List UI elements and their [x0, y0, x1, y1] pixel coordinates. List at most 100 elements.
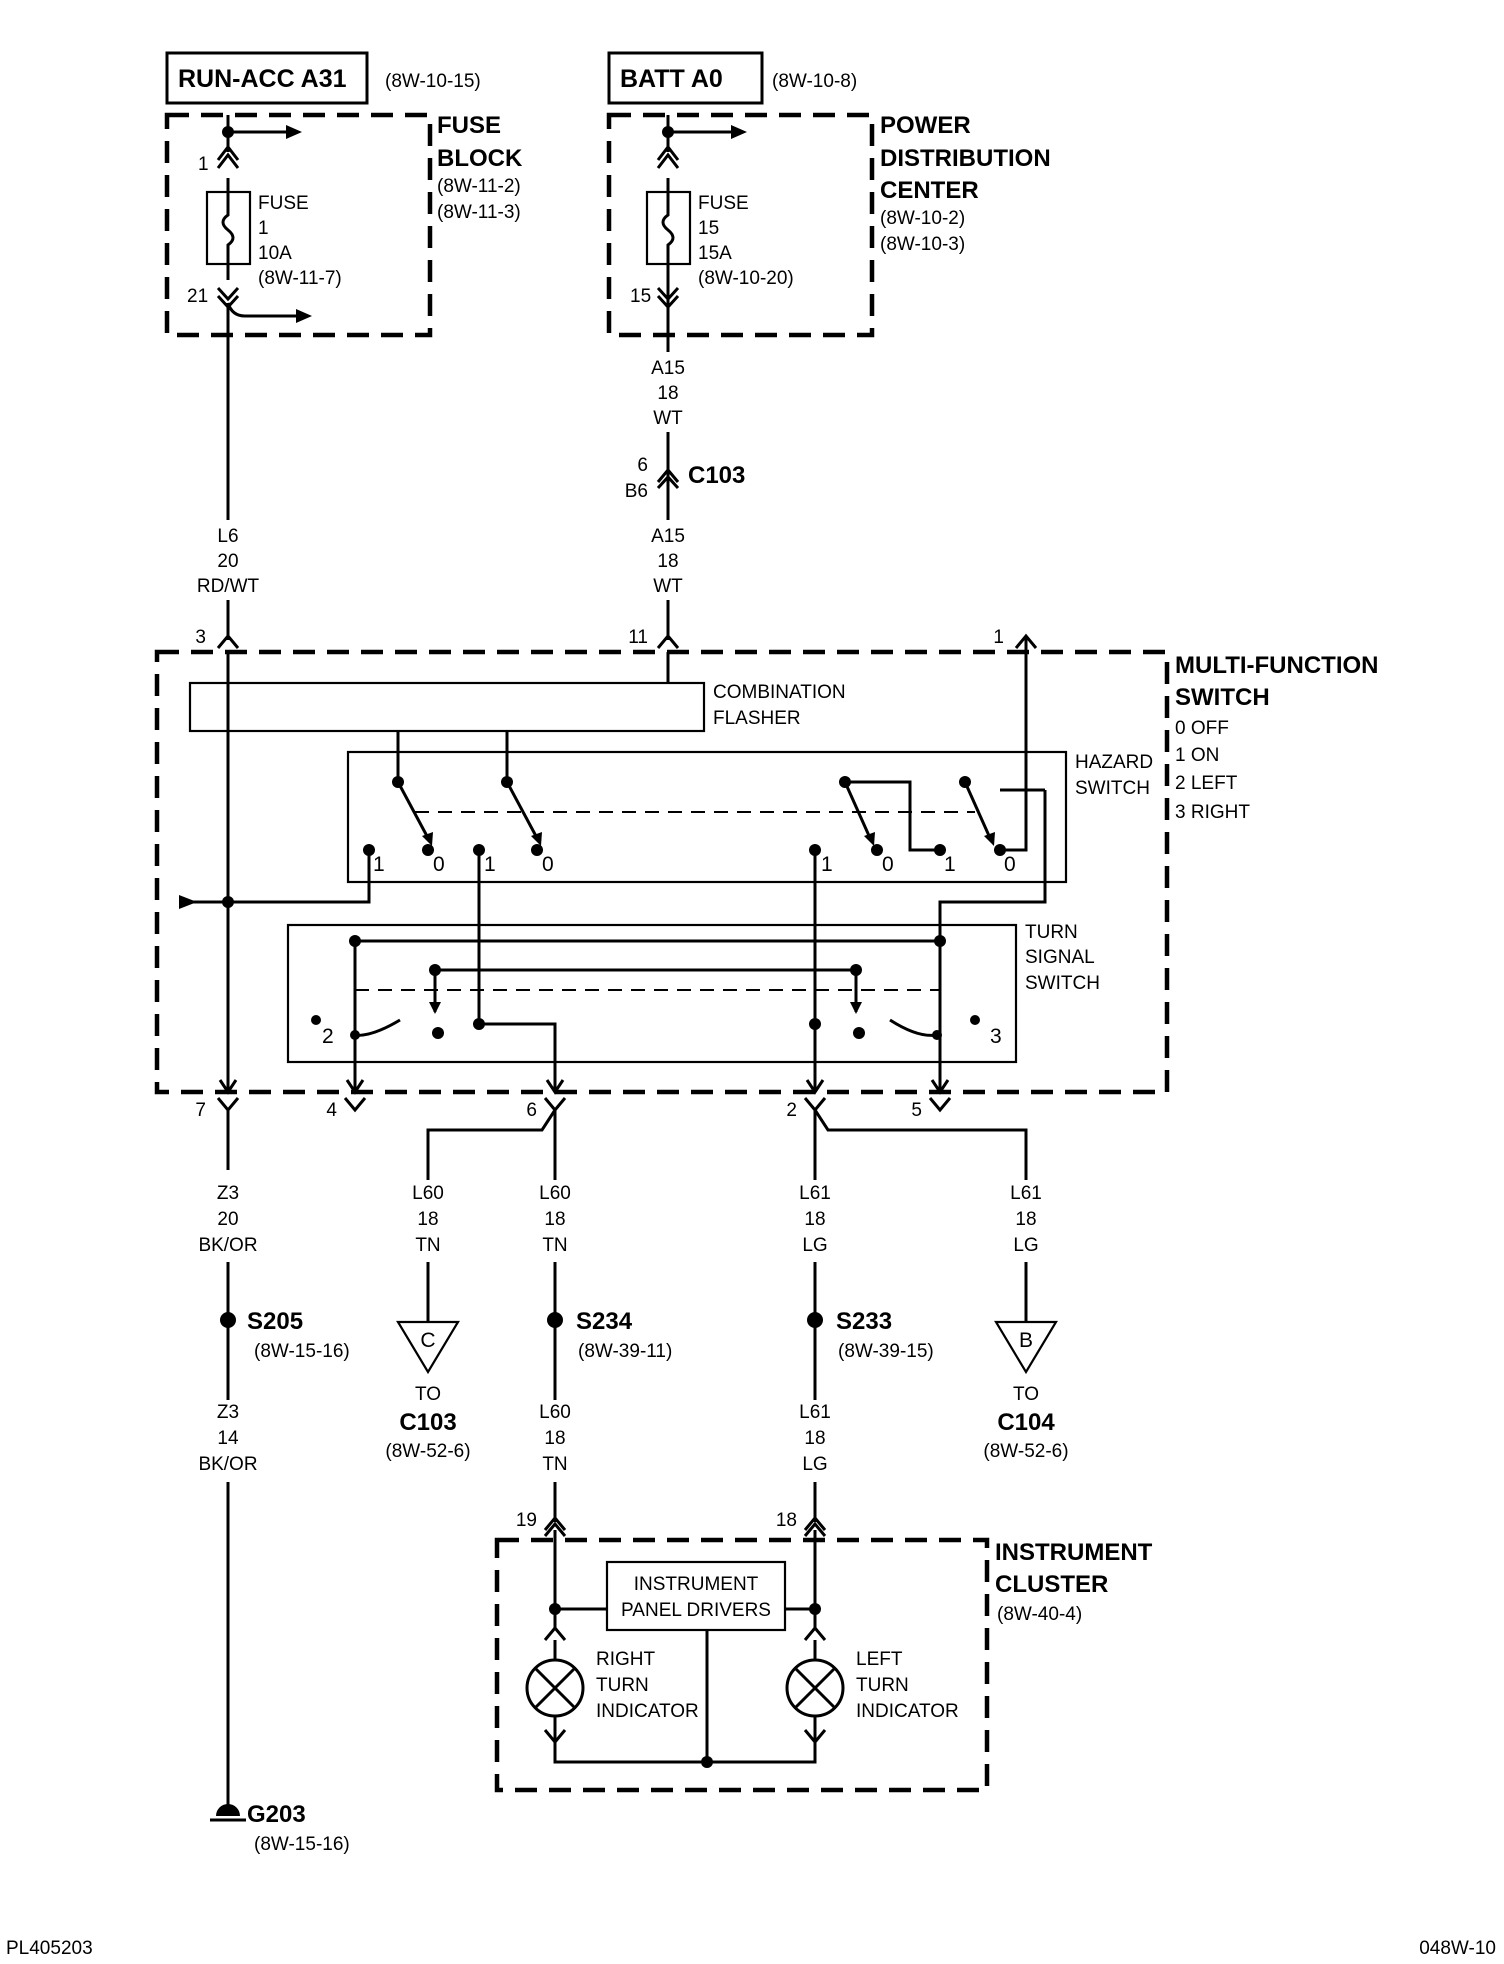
- ipd-label-1: INSTRUMENT: [634, 1574, 759, 1595]
- a15-wire: A15 18 WT 6 B6 C103 A15 18 WT 11: [625, 335, 745, 649]
- hazard-pos-0b: 0: [542, 853, 554, 876]
- mfs-pin-6: 6: [526, 1100, 537, 1121]
- instrument-cluster: INSTRUMENT CLUSTER (8W-40-4) INSTRUMENT …: [494, 1521, 1153, 1793]
- turn-pos-2: 2: [322, 1025, 334, 1048]
- offpage-c-conn: C103: [399, 1409, 456, 1436]
- l61-right-gauge: 18: [1015, 1209, 1036, 1230]
- pdc-ref-2: (8W-10-3): [880, 234, 965, 255]
- g203-label: G203: [247, 1801, 306, 1828]
- mfs-pin-2: 2: [786, 1100, 797, 1121]
- l61-bottom-circuit: L61: [799, 1402, 831, 1423]
- left-indicator-label-2: TURN: [856, 1675, 909, 1696]
- fuse-block-ref-2: (8W-11-3): [437, 202, 521, 223]
- footer-right-code: 048W-10: [1419, 1938, 1496, 1959]
- offpage-b-icon: B: [994, 1320, 1058, 1375]
- l60-bottom-color: TN: [542, 1454, 567, 1475]
- right-indicator-label-1: RIGHT: [596, 1649, 656, 1670]
- l61-right-circuit: L61: [1010, 1183, 1042, 1204]
- offpage-c-icon: C: [396, 1320, 460, 1375]
- s233-dot: [807, 1312, 823, 1328]
- s233-ref: (8W-39-15): [838, 1341, 934, 1362]
- l61-mid-color: LG: [802, 1235, 827, 1256]
- mfs-title-2: SWITCH: [1175, 684, 1270, 711]
- offpage-b-conn: C104: [997, 1409, 1055, 1436]
- right-indicator-label-3: INDICATOR: [596, 1701, 699, 1722]
- z3-bottom-circuit: Z3: [217, 1402, 239, 1423]
- power-distribution-center: POWER DISTRIBUTION CENTER (8W-10-2) (8W-…: [606, 112, 1051, 338]
- s234-dot: [547, 1312, 563, 1328]
- l60-bottom-gauge: 18: [544, 1428, 565, 1449]
- fuse15-rating: 15A: [698, 243, 732, 264]
- turn-pos-3: 3: [990, 1025, 1002, 1048]
- a15-top-color: WT: [653, 408, 683, 429]
- multi-function-switch: MULTI-FUNCTION SWITCH 0 OFF 1 ON 2 LEFT …: [154, 627, 1379, 1121]
- right-turn-indicator-lamp-icon: [525, 1658, 585, 1718]
- hazard-pos-0a: 0: [433, 853, 445, 876]
- run-acc-a31-label: RUN-ACC A31: [178, 65, 347, 93]
- l61-bottom-color: LG: [802, 1454, 827, 1475]
- left-indicator-label-3: INDICATOR: [856, 1701, 959, 1722]
- fuse1-rating: 10A: [258, 243, 292, 264]
- z3-bottom-color: BK/OR: [198, 1454, 257, 1475]
- footer-left-code: PL405203: [6, 1938, 93, 1959]
- a15-top-gauge: 18: [657, 383, 678, 404]
- hazard-label-2: SWITCH: [1075, 778, 1150, 799]
- l61-bottom-gauge: 18: [804, 1428, 825, 1449]
- a15-bottom-circuit: A15: [651, 526, 685, 547]
- mfs-legend-left: 2 LEFT: [1175, 773, 1238, 794]
- z3-top-color: BK/OR: [198, 1235, 257, 1256]
- z3-bottom-gauge: 14: [217, 1428, 239, 1449]
- g203-ref: (8W-15-16): [254, 1834, 350, 1855]
- flasher-label-2: FLASHER: [713, 708, 801, 729]
- offpage-b-letter: B: [1019, 1329, 1033, 1352]
- mfs-legend-right: 3 RIGHT: [1175, 802, 1250, 823]
- turn-label-1: TURN: [1025, 922, 1078, 943]
- c103-pin-top: 6: [637, 455, 648, 476]
- hazard-pos-1d: 1: [944, 853, 956, 876]
- right-indicator-label-2: TURN: [596, 1675, 649, 1696]
- fuse-block-ref-1: (8W-11-2): [437, 176, 521, 197]
- turn-label-2: SIGNAL: [1025, 947, 1095, 968]
- cluster-ref: (8W-40-4): [997, 1604, 1082, 1625]
- fuse15-pin-out: 15: [630, 286, 651, 307]
- pdc-title-2: DISTRIBUTION: [880, 145, 1051, 172]
- c103-label: C103: [688, 462, 745, 489]
- fuse1-ref: (8W-11-7): [258, 268, 342, 289]
- cluster-pin-18: 18: [776, 1510, 797, 1531]
- left-turn-indicator-lamp-icon: [785, 1658, 845, 1718]
- l6-color: RD/WT: [197, 576, 260, 597]
- fuse-block: FUSE BLOCK (8W-11-2) (8W-11-3) 1 FUSE 1 …: [164, 112, 523, 338]
- l60-mid-color: TN: [542, 1235, 567, 1256]
- s205-dot: [220, 1312, 236, 1328]
- flasher-label-1: COMBINATION: [713, 682, 846, 703]
- cluster-pin-19: 19: [516, 1510, 537, 1531]
- fuse-block-title-1: FUSE: [437, 112, 501, 139]
- z3-wire: Z3 20 BK/OR S205 (8W-15-16) Z3 14 BK/OR …: [198, 1110, 350, 1855]
- mfs-pin-4: 4: [326, 1100, 337, 1121]
- left-indicator-label-1: LEFT: [856, 1649, 903, 1670]
- a15-bottom-gauge: 18: [657, 551, 678, 572]
- l60-left-gauge: 18: [417, 1209, 438, 1230]
- z3-top-circuit: Z3: [217, 1183, 239, 1204]
- pdc-ref-1: (8W-10-2): [880, 208, 965, 229]
- l6-circuit: L6: [217, 526, 238, 547]
- pdc-title-3: CENTER: [880, 177, 979, 204]
- fuse15-label: FUSE: [698, 193, 749, 214]
- s233-label: S233: [836, 1308, 892, 1335]
- mfs-legend-on: 1 ON: [1175, 745, 1219, 766]
- l61-mid-circuit: L61: [799, 1183, 831, 1204]
- l60-mid-gauge: 18: [544, 1209, 565, 1230]
- fuse-block-title-2: BLOCK: [437, 145, 523, 172]
- fuse1-label: FUSE: [258, 193, 309, 214]
- a15-top-circuit: A15: [651, 358, 685, 379]
- l61-wires: L61 18 LG B TO C104 (8W-52-6) L61 18 LG …: [776, 1109, 1069, 1531]
- s205-label: S205: [247, 1308, 303, 1335]
- s205-ref: (8W-15-16): [254, 1341, 350, 1362]
- batt-a0-source: BATT A0 (8W-10-8): [607, 51, 857, 105]
- l60-wires: L60 18 TN C TO C103 (8W-52-6) L60 18 TN …: [385, 1109, 672, 1531]
- fuse1-pin-in: 1: [198, 154, 209, 175]
- l60-left-color: TN: [415, 1235, 440, 1256]
- l6-wire: L6 20 RD/WT 3: [195, 303, 260, 649]
- l60-left-circuit: L60: [412, 1183, 444, 1204]
- z3-top-gauge: 20: [217, 1209, 238, 1230]
